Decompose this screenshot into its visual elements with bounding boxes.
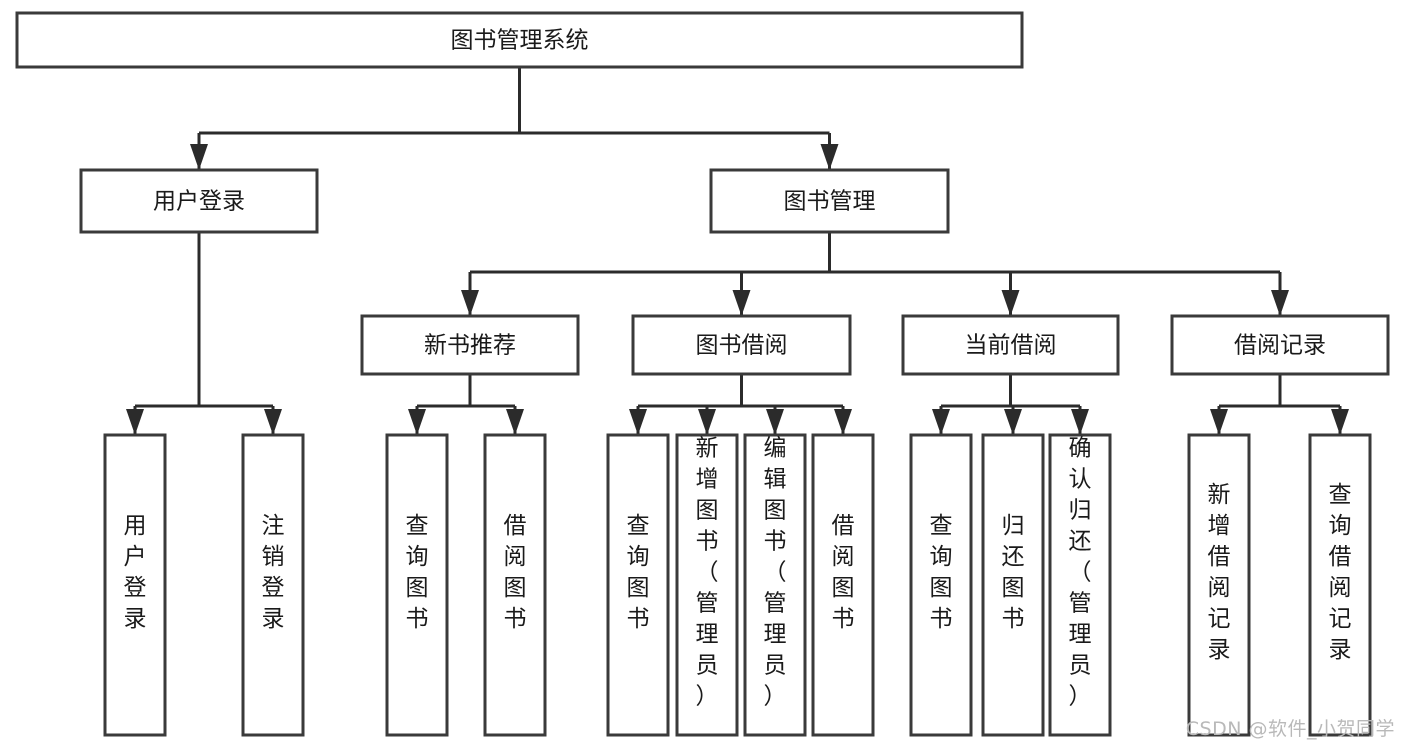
node-box[interactable]	[81, 170, 317, 232]
node-function-9[interactable]: 归还图书	[983, 435, 1043, 735]
node-root-0[interactable]: 图书管理系统	[17, 13, 1022, 67]
node-label: 新增借阅记录	[1208, 482, 1231, 663]
node-function-10[interactable]: 确认归还（管理员）	[1050, 435, 1110, 735]
node-box[interactable]	[1050, 435, 1110, 735]
node-box[interactable]	[362, 316, 578, 374]
node-box[interactable]	[813, 435, 873, 735]
arrow-head-icon	[126, 409, 144, 435]
node-label: 编辑图书（管理员）	[764, 436, 787, 710]
node-submodule-1[interactable]: 图书借阅	[633, 316, 850, 374]
node-submodule-2[interactable]: 当前借阅	[903, 316, 1118, 374]
node-box[interactable]	[105, 435, 165, 735]
node-box[interactable]	[17, 13, 1022, 67]
node-function-6[interactable]: 编辑图书（管理员）	[745, 435, 805, 735]
node-box[interactable]	[387, 435, 447, 735]
arrow-head-icon	[820, 144, 839, 170]
arrow-head-icon	[1004, 409, 1022, 435]
node-layer: 图书管理系统用户登录图书管理新书推荐图书借阅当前借阅借阅记录用户登录注销登录查询…	[17, 13, 1388, 735]
arrow-head-icon	[461, 290, 479, 316]
node-label: 借阅记录	[1234, 333, 1326, 359]
node-box[interactable]	[1189, 435, 1249, 735]
arrow-head-icon	[629, 409, 647, 435]
arrow-head-icon	[766, 409, 784, 435]
node-module-1[interactable]: 图书管理	[711, 170, 948, 232]
node-function-0[interactable]: 用户登录	[105, 435, 165, 735]
node-submodule-3[interactable]: 借阅记录	[1172, 316, 1388, 374]
node-label: 查询图书	[930, 513, 953, 632]
node-label: 归还图书	[1002, 513, 1025, 632]
node-label: 图书管理系统	[451, 28, 589, 54]
arrow-head-icon	[1210, 409, 1228, 435]
node-function-1[interactable]: 注销登录	[243, 435, 303, 735]
arrow-head-icon	[506, 409, 524, 435]
node-function-11[interactable]: 新增借阅记录	[1189, 435, 1249, 735]
node-function-8[interactable]: 查询图书	[911, 435, 971, 735]
node-label: 新增图书（管理员）	[696, 436, 719, 710]
node-box[interactable]	[633, 316, 850, 374]
node-label: 查询图书	[627, 513, 650, 632]
node-label: 查询借阅记录	[1329, 482, 1352, 663]
node-label: 用户登录	[153, 189, 245, 215]
node-box[interactable]	[485, 435, 545, 735]
node-function-12[interactable]: 查询借阅记录	[1310, 435, 1370, 735]
node-label: 新书推荐	[424, 333, 516, 359]
arrow-head-icon	[834, 409, 852, 435]
arrow-head-icon	[1001, 290, 1020, 316]
arrow-head-icon	[698, 409, 716, 435]
node-function-2[interactable]: 查询图书	[387, 435, 447, 735]
arrow-head-icon	[190, 144, 208, 170]
arrow-head-icon	[408, 409, 426, 435]
node-function-7[interactable]: 借阅图书	[813, 435, 873, 735]
node-box[interactable]	[677, 435, 737, 735]
node-module-0[interactable]: 用户登录	[81, 170, 317, 232]
arrow-head-icon	[1071, 409, 1089, 435]
node-label: 用户登录	[124, 513, 147, 632]
node-function-5[interactable]: 新增图书（管理员）	[677, 435, 737, 735]
node-submodule-0[interactable]: 新书推荐	[362, 316, 578, 374]
node-label: 图书借阅	[696, 333, 788, 359]
arrow-head-icon	[264, 409, 282, 435]
node-label: 注销登录	[262, 513, 285, 632]
node-box[interactable]	[983, 435, 1043, 735]
arrow-head-icon	[932, 409, 950, 435]
arrow-head-icon	[1331, 409, 1349, 435]
connector-layer	[126, 67, 1349, 435]
node-label: 借阅图书	[832, 513, 855, 632]
node-label: 当前借阅	[965, 333, 1057, 359]
node-box[interactable]	[1310, 435, 1370, 735]
node-box[interactable]	[911, 435, 971, 735]
node-label: 借阅图书	[504, 513, 527, 632]
node-function-3[interactable]: 借阅图书	[485, 435, 545, 735]
node-label: 查询图书	[406, 513, 429, 632]
node-box[interactable]	[711, 170, 948, 232]
node-label: 确认归还（管理员）	[1069, 436, 1092, 710]
node-box[interactable]	[243, 435, 303, 735]
node-label: 图书管理	[784, 189, 876, 215]
node-box[interactable]	[745, 435, 805, 735]
node-box[interactable]	[903, 316, 1118, 374]
node-function-4[interactable]: 查询图书	[608, 435, 668, 735]
node-box[interactable]	[608, 435, 668, 735]
arrow-head-icon	[1271, 290, 1289, 316]
node-box[interactable]	[1172, 316, 1388, 374]
arrow-head-icon	[732, 290, 751, 316]
